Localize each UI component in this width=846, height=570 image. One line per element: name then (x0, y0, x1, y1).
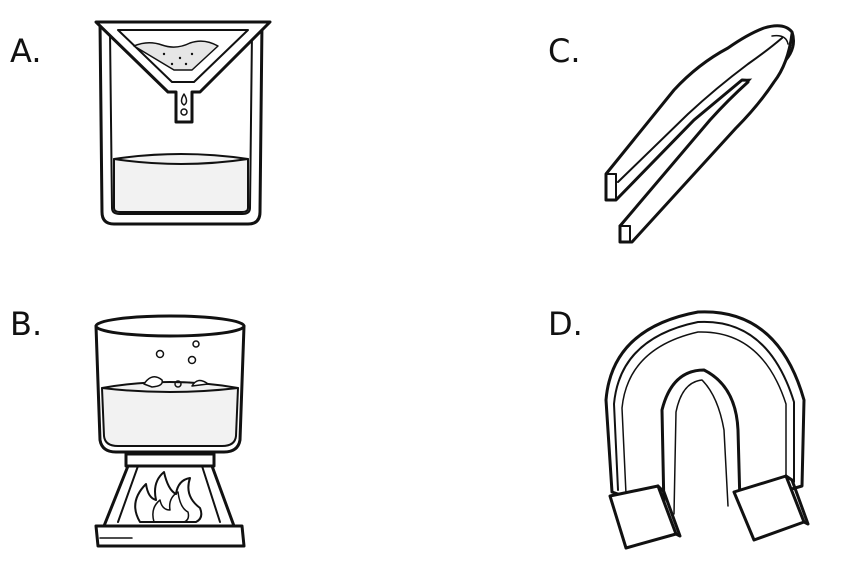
filtration-funnel-beaker-icon (94, 20, 272, 226)
boiling-beaker-burner-icon (94, 314, 246, 548)
option-b-label: B. (10, 305, 43, 343)
option-d-label: D. (548, 305, 583, 343)
option-c-label: C. (548, 32, 581, 70)
horseshoe-magnet-icon (604, 310, 810, 550)
tweezers-icon (604, 24, 795, 244)
option-a-label: A. (10, 32, 42, 70)
